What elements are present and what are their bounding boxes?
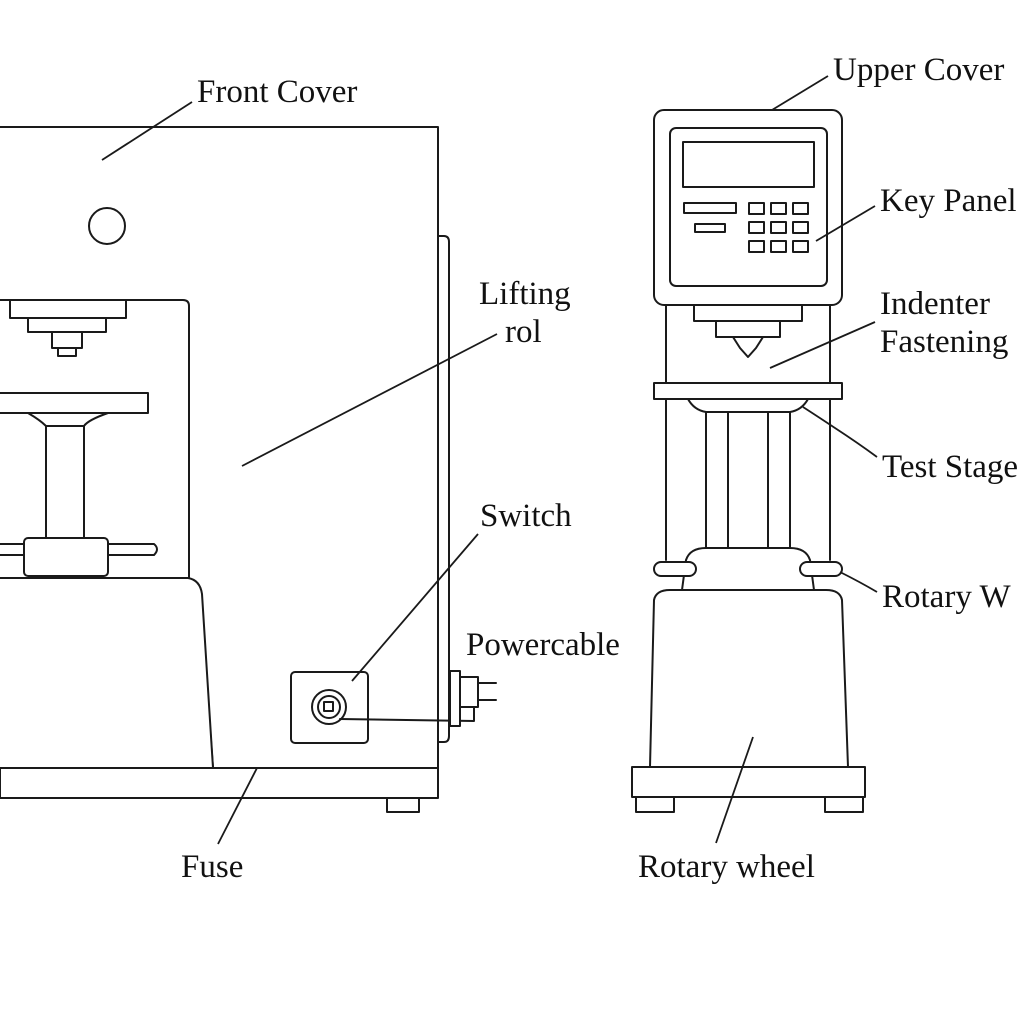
switch-knob-outer — [311, 689, 347, 725]
leader-indenter-fastening — [769, 321, 876, 369]
power-cable-wire — [339, 705, 475, 722]
switch-knob-square — [323, 701, 334, 712]
power-plug-head — [459, 676, 479, 708]
crossbar — [653, 382, 843, 400]
leader-lines — [101, 75, 878, 845]
key — [748, 221, 765, 234]
label-upper-cover: Upper Cover — [833, 52, 1004, 88]
leader-rotary-wheel — [715, 736, 754, 844]
front-base-plate — [631, 766, 866, 798]
leader-key-panel — [815, 205, 876, 242]
test-table-cone — [27, 412, 109, 427]
label-rotary-w: Rotary W — [882, 579, 1011, 615]
key — [748, 240, 765, 253]
label-powercable: Powercable — [466, 627, 620, 663]
leader-lifting-rol — [241, 333, 498, 467]
base-plate — [0, 767, 439, 799]
rotary-collar — [681, 547, 815, 591]
label-indenter-fastening-line2: Fastening — [880, 324, 1008, 360]
base-foot — [386, 797, 420, 813]
key — [792, 240, 809, 253]
indenter-point — [732, 336, 764, 358]
base-housing — [0, 577, 214, 769]
key — [792, 221, 809, 234]
indenter-fastening-block — [693, 304, 803, 322]
indenter-head-block — [9, 299, 127, 319]
key — [748, 202, 765, 215]
power-plug-body — [449, 670, 461, 727]
column-neck — [665, 304, 831, 384]
label-indenter-fastening-line1: Indenter — [880, 286, 990, 322]
key — [770, 221, 787, 234]
leader-switch — [351, 533, 479, 682]
switch-knob-inner — [317, 695, 341, 719]
key-small-wide — [694, 223, 726, 233]
leader-front-cover — [101, 101, 193, 161]
label-rotary-wheel: Rotary wheel — [638, 849, 815, 885]
leader-rotary-w — [839, 571, 878, 593]
display-screen — [682, 141, 815, 188]
leader-test-stage — [802, 406, 878, 458]
indenter-tip — [57, 347, 77, 357]
labels: Front Cover Lifting rol Switch Powercabl… — [181, 52, 1018, 885]
leader-fuse — [217, 767, 258, 845]
rotary-handle-left — [653, 561, 697, 577]
label-fuse: Fuse — [181, 849, 243, 885]
front-foot-right — [824, 796, 864, 813]
guide-columns — [665, 398, 831, 561]
key — [770, 202, 787, 215]
label-test-stage: Test Stage — [882, 449, 1018, 485]
indenter-holder — [27, 317, 107, 333]
rotary-handle-right — [799, 561, 843, 577]
leader-upper-cover — [771, 75, 829, 111]
indenter-fastening-holder — [715, 320, 781, 338]
label-lifting-rol-line1: Lifting — [479, 276, 571, 312]
power-plug-pins — [477, 682, 497, 701]
label-front-cover: Front Cover — [197, 74, 357, 110]
label-key-panel: Key Panel — [880, 183, 1017, 219]
indenter-mount — [51, 331, 83, 349]
front-cover-knob — [88, 207, 126, 245]
key-wide — [683, 202, 737, 214]
label-lifting-rol-line2: rol — [505, 314, 542, 350]
label-switch: Switch — [480, 498, 572, 534]
key — [792, 202, 809, 215]
lifting-screw-column — [45, 425, 85, 539]
front-foot-left — [635, 796, 675, 813]
lower-base-housing — [649, 589, 849, 768]
side-view-machine — [0, 126, 497, 813]
handwheel-hub — [23, 537, 109, 577]
test-table-top — [0, 392, 149, 414]
key — [770, 240, 787, 253]
test-stage — [687, 398, 809, 413]
front-view-machine — [631, 109, 866, 813]
rear-panel-edge — [437, 235, 450, 743]
